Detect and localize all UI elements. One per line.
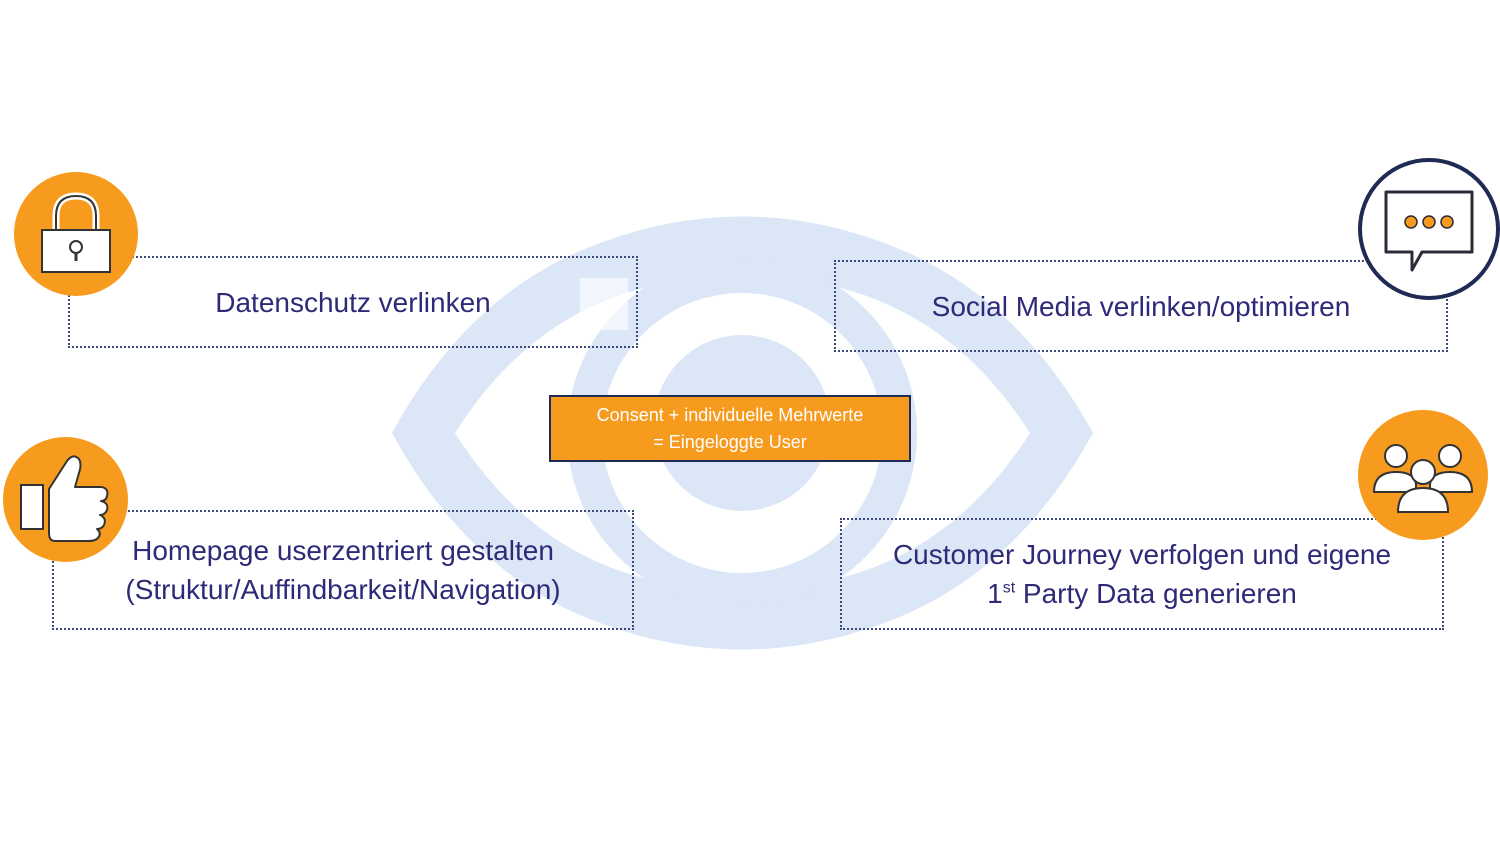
users-group-icon bbox=[1372, 444, 1474, 513]
datenschutz-box: Datenschutz verlinken bbox=[68, 256, 638, 348]
customer-journey-line-1: Customer Journey verfolgen und eigene bbox=[892, 539, 1392, 570]
homepage-line-2: (Struktur/Auffindbarkeit/Navigation) bbox=[125, 574, 561, 605]
users-icon-circle bbox=[1358, 410, 1488, 540]
customer-journey-line-2: 1st Party Data generieren bbox=[987, 574, 1297, 613]
homepage-line-1: Homepage userzentriert gestalten bbox=[132, 535, 554, 566]
consent-line-2: = Eingeloggte User bbox=[653, 431, 807, 452]
lock-icon-circle bbox=[14, 172, 138, 296]
thumbs-up-icon bbox=[20, 455, 109, 542]
party-data-rest: Party Data generieren bbox=[1015, 578, 1297, 609]
thumbs-up-icon-circle bbox=[3, 437, 128, 562]
social-media-box: Social Media verlinken/optimieren bbox=[834, 260, 1448, 352]
social-media-label: Social Media verlinken/optimieren bbox=[931, 290, 1351, 322]
datenschutz-label: Datenschutz verlinken bbox=[215, 286, 491, 318]
chat-icon-circle bbox=[1358, 158, 1500, 300]
consent-line-1: Consent + individuelle Mehrwerte bbox=[596, 404, 864, 425]
homepage-box: Homepage userzentriert gestalten (Strukt… bbox=[52, 510, 634, 630]
party-data-number: 1 bbox=[987, 578, 1003, 609]
consent-center-box: Consent + individuelle Mehrwerte = Einge… bbox=[549, 395, 911, 462]
customer-journey-box: Customer Journey verfolgen und eigene 1s… bbox=[840, 518, 1444, 630]
party-data-ordinal: st bbox=[1002, 579, 1016, 597]
chat-bubble-icon bbox=[1384, 190, 1474, 272]
lock-icon bbox=[41, 192, 111, 273]
